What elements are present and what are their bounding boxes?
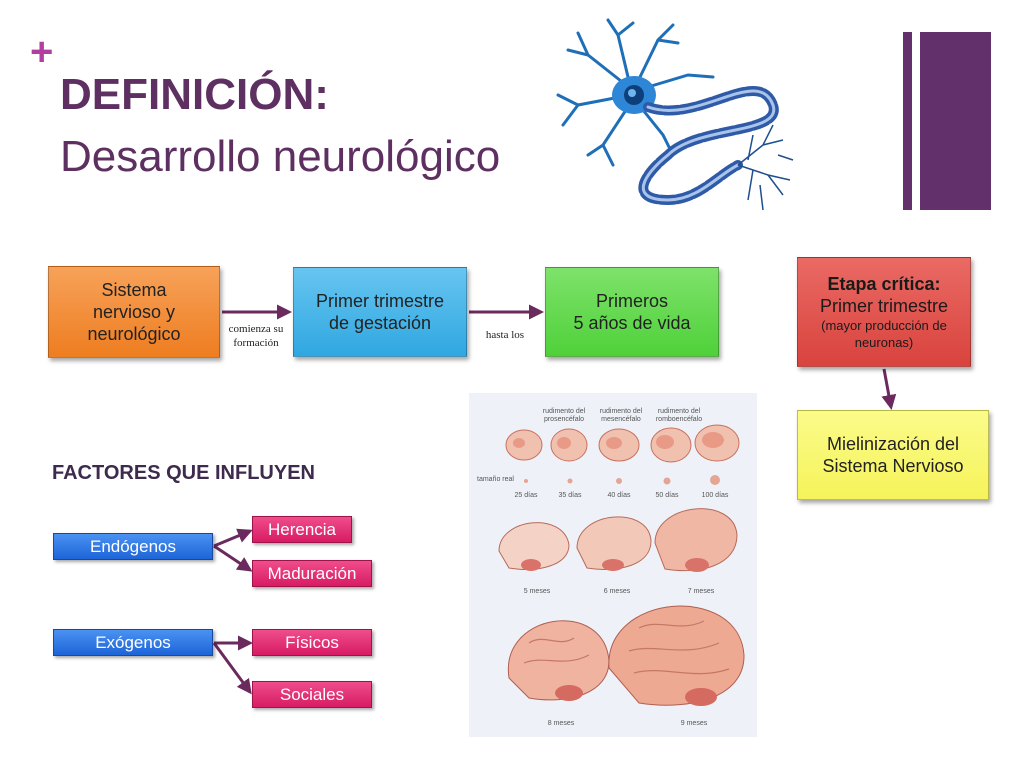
age-9-months: 9 meses — [681, 720, 708, 727]
label-hindbrain-1: rudimento del — [658, 408, 701, 415]
label-actual-size: tamaño real — [477, 476, 514, 483]
plus-icon: + — [30, 30, 54, 74]
critical-stage-note: (mayor producción de — [821, 318, 947, 333]
first-trimester-box: Primer trimestre de gestación — [293, 267, 467, 357]
age-25-days: 25 días — [515, 492, 538, 499]
exogenous-factor: Exógenos — [53, 629, 213, 656]
box-text: 5 años de vida — [573, 313, 691, 333]
label-midbrain-1: rudimento del — [600, 408, 643, 415]
age-5-months: 5 meses — [524, 588, 551, 595]
box-text: Primer trimestre — [315, 291, 444, 311]
label-forebrain-2: prosencéfalo — [544, 416, 584, 423]
critical-stage-box: Etapa crítica: Primer trimestre (mayor p… — [797, 257, 971, 367]
label-midbrain-2: mesencéfalo — [601, 416, 641, 423]
neuron-illustration — [556, 18, 794, 211]
label-hindbrain-2: romboencéfalo — [656, 416, 702, 423]
brain-development-image: rudimento del prosencéfalo rudimento del… — [469, 393, 757, 737]
age-7-months: 7 meses — [688, 588, 715, 595]
age-100-days: 100 días — [702, 492, 729, 499]
label-forebrain-1: rudimento del — [543, 408, 586, 415]
age-8-months: 8 meses — [548, 720, 575, 727]
page-title: DEFINICIÓN: — [60, 70, 329, 119]
connector-label-formation: comienza su formación — [228, 323, 284, 349]
factor-physical: Físicos — [252, 629, 372, 656]
arrow-endo-herencia — [213, 528, 253, 548]
critical-stage-heading: Etapa crítica: — [827, 274, 941, 294]
age-6-months: 6 meses — [604, 588, 631, 595]
arrow-critical-to-myelin — [881, 368, 897, 410]
factors-heading: FACTORES QUE INFLUYEN — [52, 462, 315, 484]
age-50-days: 50 días — [656, 492, 679, 499]
myelination-box: Mielinización del Sistema Nervioso — [797, 410, 989, 500]
arrow-endo-maduracion — [213, 544, 253, 572]
endogenous-factor: Endógenos — [53, 533, 213, 560]
age-40-days: 40 días — [608, 492, 631, 499]
factor-heredity: Herencia — [252, 516, 352, 543]
decorative-bar-thick — [920, 32, 991, 210]
page-subtitle: Desarrollo neurológico — [60, 132, 501, 181]
connector-label-until: hasta los — [485, 329, 525, 341]
factor-maturation: Maduración — [252, 560, 372, 587]
box-text: Primeros — [595, 291, 668, 311]
critical-stage-note: neuronas) — [854, 335, 914, 350]
first-five-years-box: Primeros 5 años de vida — [545, 267, 719, 357]
box-text: nervioso y — [92, 302, 176, 322]
age-35-days: 35 días — [559, 492, 582, 499]
factor-social: Sociales — [252, 681, 372, 708]
nervous-system-box: Sistema nervioso y neurológico — [48, 266, 220, 358]
box-text: de gestación — [328, 313, 432, 333]
critical-stage-line: Primer trimestre — [819, 296, 948, 316]
arrow-exo-sociales — [212, 642, 252, 695]
decorative-bar-thin — [903, 32, 912, 210]
box-text: Mielinización del — [826, 434, 960, 454]
box-text: neurológico — [87, 324, 181, 344]
box-text: Sistema — [101, 280, 167, 300]
box-text: Sistema Nervioso — [822, 456, 964, 476]
